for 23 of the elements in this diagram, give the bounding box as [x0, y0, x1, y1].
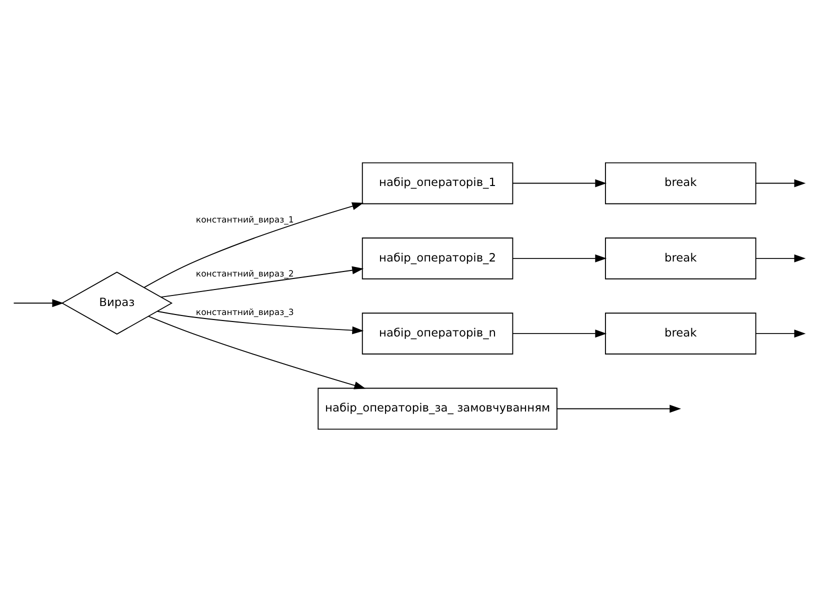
arrow [512, 178, 607, 187]
node-box: break [604, 237, 756, 279]
edge-label: константний_вираз_3 [196, 307, 294, 318]
arrow [160, 266, 364, 298]
arrow [148, 315, 366, 389]
arrow [512, 329, 607, 338]
arrow [755, 329, 806, 338]
node-box: набір_операторів_1 [362, 162, 514, 204]
edge-label: константний_вираз_1 [196, 214, 294, 225]
arrow [755, 254, 806, 262]
arrow [556, 404, 682, 412]
node-box: набір_операторів_2 [362, 237, 514, 279]
node-box: набір_операторів_n [362, 312, 514, 354]
arrow [512, 254, 607, 262]
edge-label: константний_вираз_2 [196, 269, 294, 280]
arrow [157, 310, 364, 334]
arrow [144, 202, 364, 288]
arrow [755, 178, 806, 187]
node-diamond: Вираз [61, 271, 173, 334]
node-box: break [604, 312, 756, 354]
node-box: break [604, 162, 756, 204]
arrow [13, 298, 64, 307]
node-box: набір_операторів_за_ замовчуванням [318, 387, 558, 430]
